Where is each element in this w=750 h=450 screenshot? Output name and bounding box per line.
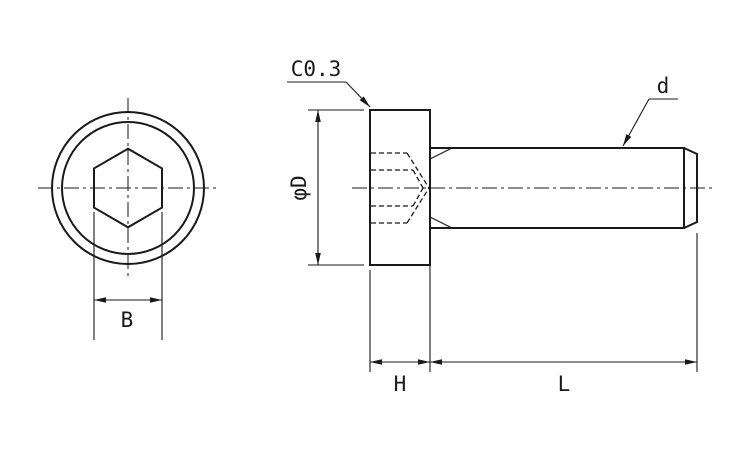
head-height-label: H [394, 372, 407, 396]
shank-length-label: L [558, 372, 571, 396]
hidden-socket-lines [371, 152, 430, 224]
end-chamfer-bottom [683, 221, 698, 229]
head-diameter-label: φD [287, 175, 311, 200]
chamfer-label: C0.3 [291, 57, 342, 81]
leader-line [345, 81, 371, 108]
thread-runout-top [429, 147, 453, 160]
leader-line [622, 98, 650, 147]
thread-runout-bottom [429, 216, 453, 229]
hidden-line [412, 169, 424, 189]
thread-diameter-label: d [657, 74, 670, 98]
socket-width-label: B [121, 308, 134, 332]
annotations: φD C0.3 d H L [287, 57, 698, 396]
hex-socket-outline [93, 147, 163, 229]
hidden-line [406, 187, 430, 224]
hidden-line [412, 187, 424, 207]
side-view [352, 109, 712, 266]
front-view: B [38, 98, 218, 340]
hidden-line [406, 152, 430, 189]
end-chamfer-top [683, 147, 698, 155]
